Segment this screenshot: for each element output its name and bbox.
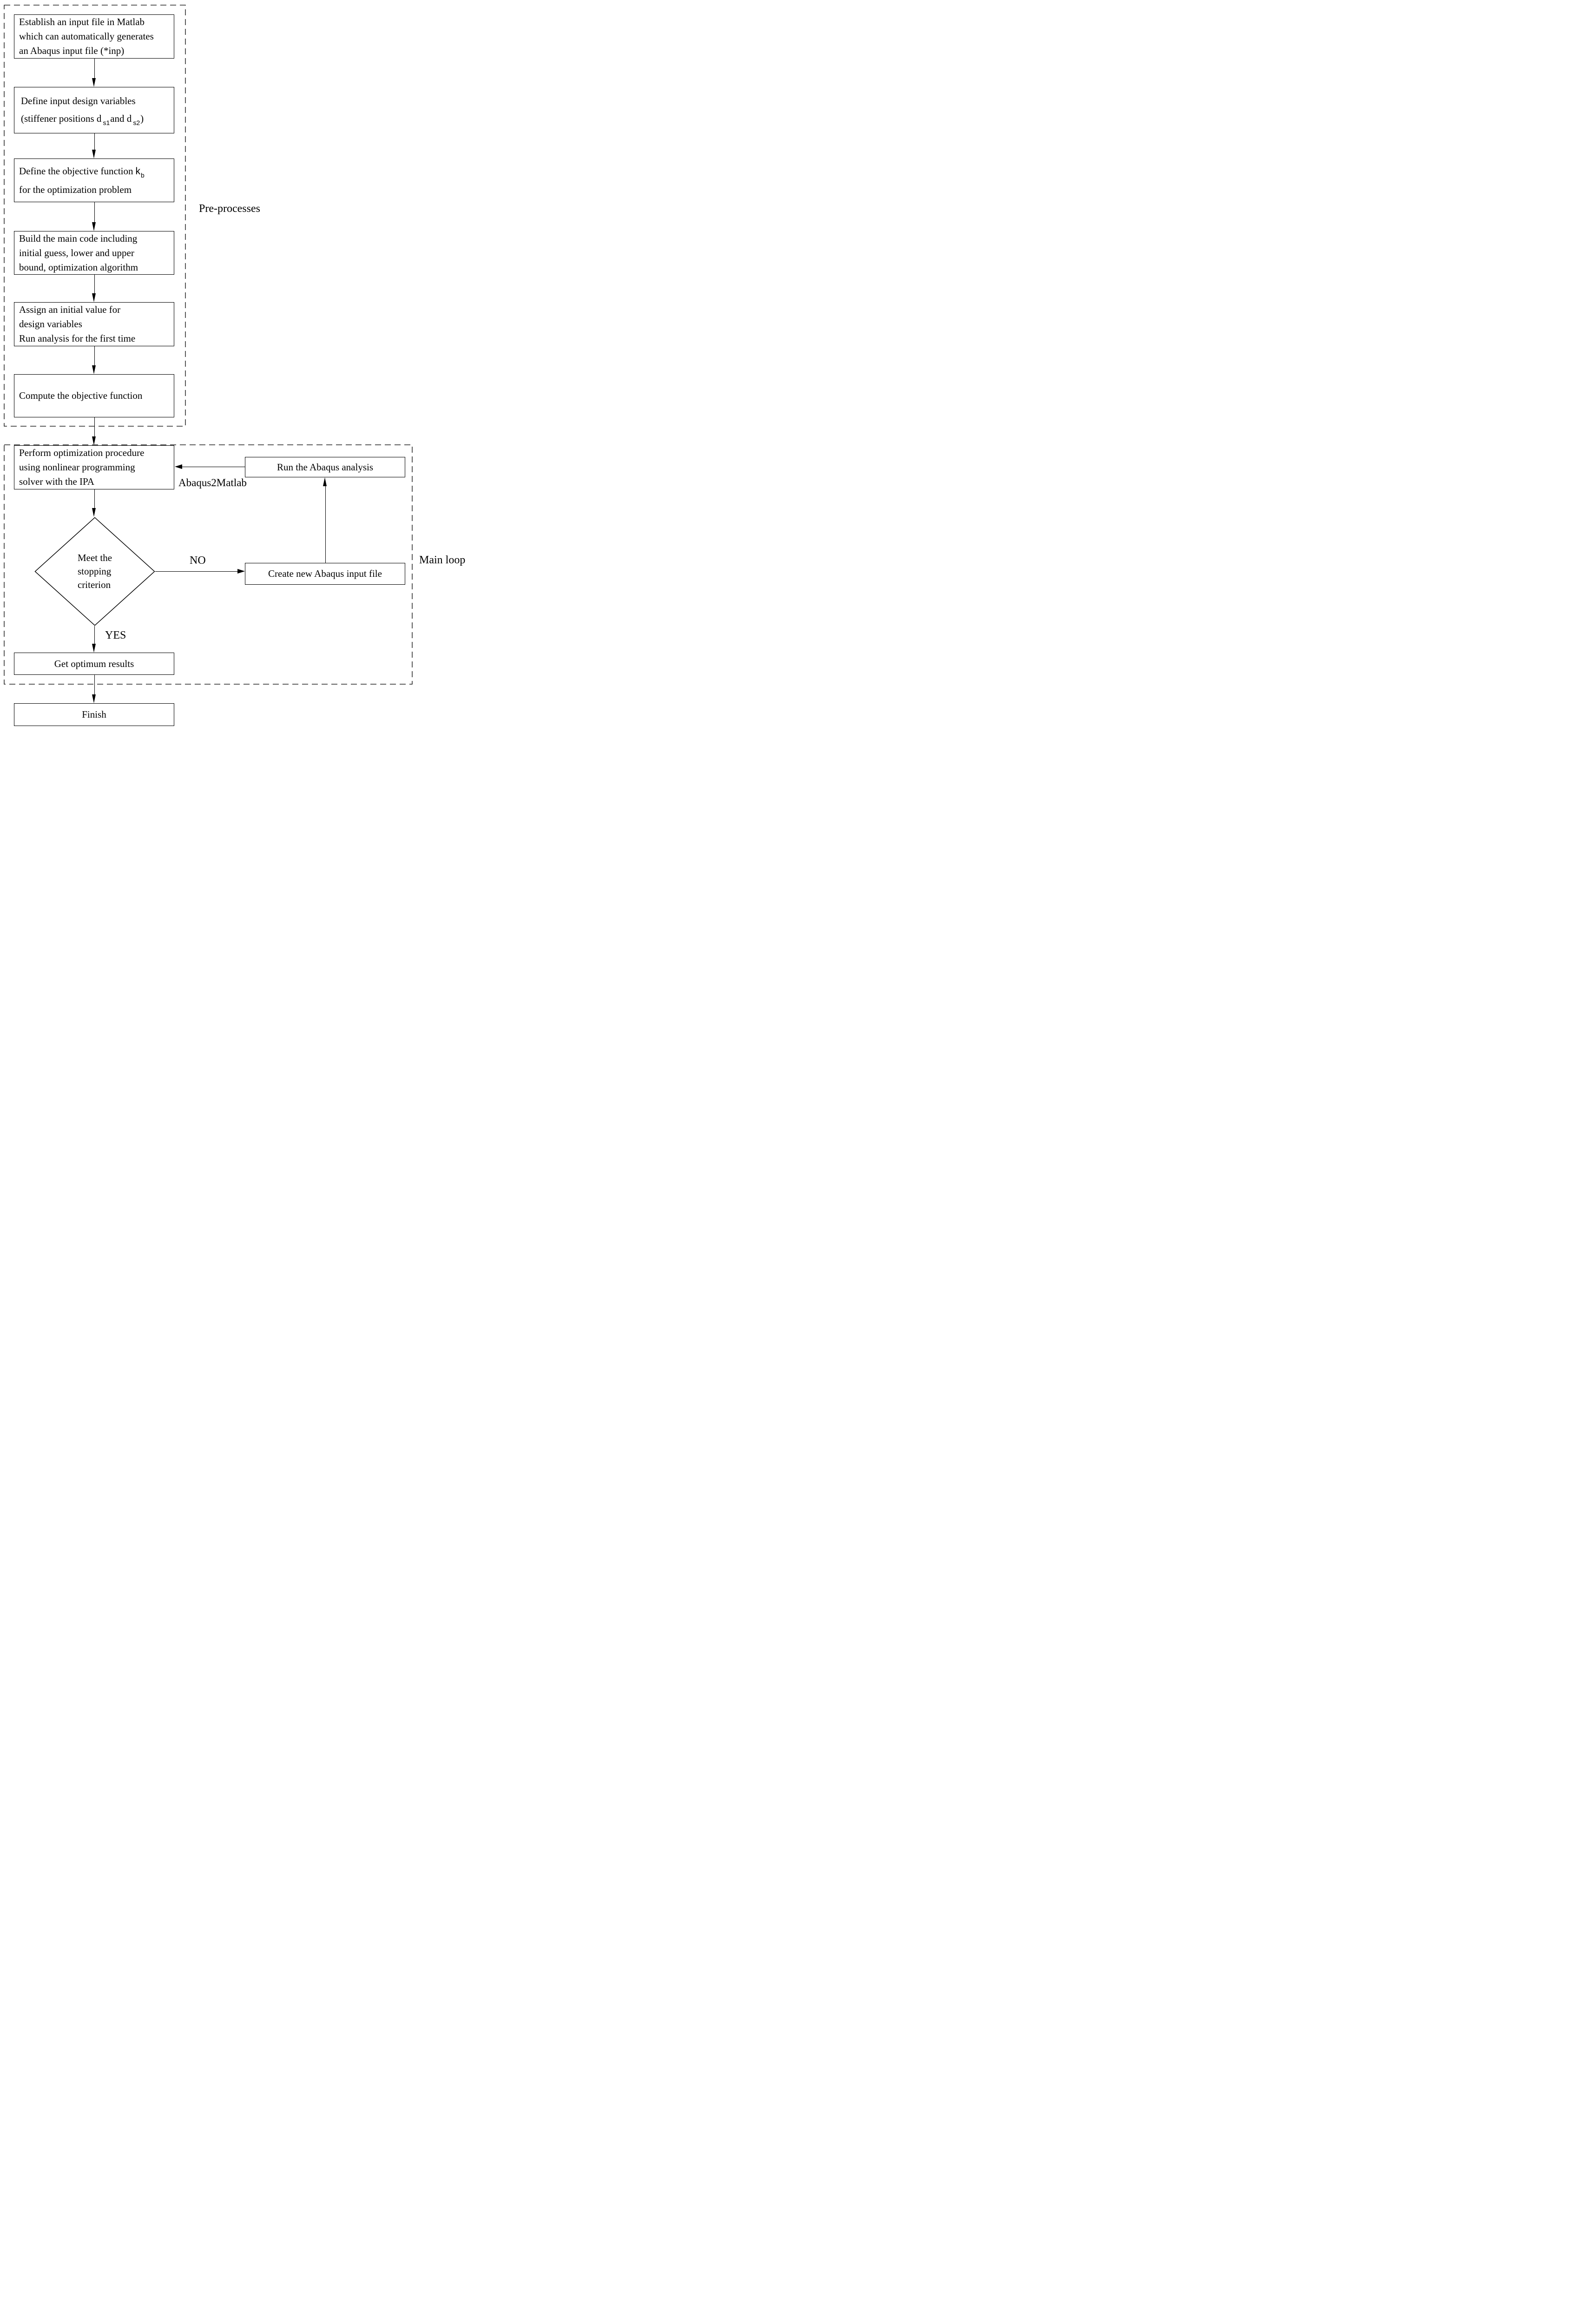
box-assign-initial-value: Assign an initial value for design varia… [14, 302, 174, 346]
box-finish: Finish [14, 703, 174, 726]
text-segment: Define the objective function [19, 165, 133, 177]
text-segment: (stiffener positions d [21, 113, 102, 124]
connector-results-to-finish [94, 675, 95, 694]
arrow-down-icon [92, 78, 96, 87]
connector-create-to-runabaqus [325, 486, 326, 563]
connector-build-to-assign [94, 275, 95, 293]
main-loop-region-border [4, 444, 413, 685]
box-perform-optimization: Perform optimization procedure using non… [14, 445, 174, 489]
decision-diamond-shape [34, 517, 155, 626]
arrow-up-icon [323, 477, 327, 486]
decision-text-block: Meet the stopping criterion [78, 551, 112, 592]
connector-define-to-objective [94, 133, 95, 150]
text-line: Compute the objective function [19, 390, 143, 401]
no-label: NO [190, 555, 206, 567]
text-line: Define input design variables [21, 95, 136, 106]
arrow-down-icon [92, 293, 96, 302]
subscript-b: b [141, 172, 145, 179]
text-line: Run analysis for the first time [19, 333, 136, 344]
subscript-s2: s2 [133, 119, 140, 126]
arrow-down-icon [92, 694, 96, 703]
text-line: Create new Abaqus input file [268, 568, 382, 579]
text-line: criterion [77, 579, 111, 590]
text-line: using nonlinear programming [19, 462, 135, 473]
arrow-down-icon [92, 222, 96, 231]
decision-stopping-criterion: Meet the stopping criterion [34, 517, 155, 626]
box-establish-input-file: Establish an input file in Matlab which … [14, 14, 174, 59]
abaqus2matlab-label: Abaqus2Matlab [178, 477, 247, 489]
box-create-new-input-file: Create new Abaqus input file [245, 563, 405, 585]
text-line: Build the main code including [19, 232, 138, 244]
text-line: Run the Abaqus analysis [277, 461, 374, 473]
box-get-optimum-results: Get optimum results [14, 653, 174, 675]
text-line: stopping [77, 566, 112, 577]
box-define-design-variables: Define input design variables (stiffener… [14, 87, 174, 133]
box-compute-objective-function: Compute the objective function [14, 374, 174, 417]
arrow-down-icon [92, 644, 96, 653]
arrow-right-icon [237, 569, 245, 574]
text-line: Meet the [77, 552, 112, 563]
text-line: which can automatically generates [19, 31, 154, 42]
text-segment: and d [110, 113, 132, 124]
text-line: Get optimum results [54, 658, 134, 669]
text-line: initial guess, lower and upper [19, 247, 134, 258]
connector-decision-to-create [155, 571, 237, 572]
connector-establish-to-define [94, 59, 95, 78]
arrow-down-icon [92, 508, 96, 517]
text-line: for the optimization problem [19, 184, 132, 195]
text-line: design variables [19, 318, 82, 330]
main-loop-label: Main loop [419, 554, 466, 566]
text-line: Finish [82, 709, 106, 720]
text-line: bound, optimization algorithm [19, 261, 138, 273]
text-line: Perform optimization procedure [19, 447, 145, 458]
text-line: solver with the IPA [19, 476, 94, 487]
flowchart-canvas: Pre-processes Main loop Abaqus2Matlab NO… [0, 0, 472, 729]
arrow-left-icon [175, 464, 182, 469]
connector-assign-to-compute [94, 346, 95, 365]
text-line: Assign an initial value for [19, 304, 121, 315]
connector-decision-to-results [94, 626, 95, 644]
arrow-down-icon [92, 365, 96, 374]
connector-compute-to-perform [94, 417, 95, 436]
yes-label: YES [105, 629, 126, 641]
box-run-abaqus-analysis: Run the Abaqus analysis [245, 457, 405, 477]
decision-diamond-outline [34, 517, 155, 626]
subscript-s1: s1 [103, 119, 110, 126]
math-symbol-k: k [135, 166, 141, 177]
arrow-down-icon [92, 436, 96, 445]
text-segment: ) [140, 113, 144, 124]
arrow-down-icon [92, 150, 96, 158]
box-build-main-code: Build the main code including initial gu… [14, 231, 174, 275]
text-line: an Abaqus input file (*inp) [19, 45, 125, 56]
main-loop-region [4, 444, 413, 685]
connector-objective-to-build [94, 202, 95, 222]
connector-perform-to-decision [94, 489, 95, 508]
text-line: Establish an input file in Matlab [19, 16, 145, 27]
pre-processes-label: Pre-processes [199, 203, 260, 215]
